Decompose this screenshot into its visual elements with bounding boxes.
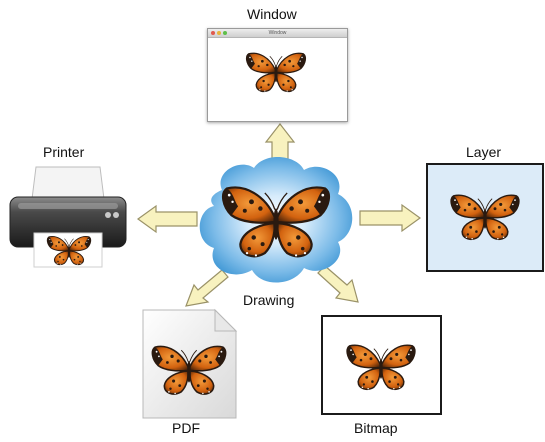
layer-node	[426, 163, 544, 272]
window-titlebar: Window	[208, 29, 347, 38]
window-label: Window	[247, 6, 297, 22]
butterfly-icon	[245, 51, 307, 95]
bitmap-node	[321, 315, 442, 415]
arrow-to-pdf-icon	[185, 269, 229, 307]
pdf-document-icon	[142, 308, 238, 419]
zoom-dot-icon	[223, 31, 227, 35]
window-node: Window	[207, 28, 348, 122]
close-dot-icon	[211, 31, 215, 35]
drawing-label: Drawing	[243, 292, 295, 308]
printer-label: Printer	[43, 144, 85, 160]
arrow-to-printer-icon	[136, 204, 198, 234]
window-titlebar-text: Window	[268, 30, 287, 36]
bitmap-label: Bitmap	[354, 420, 398, 436]
butterfly-icon	[448, 193, 522, 243]
drawing-cloud	[199, 156, 353, 283]
minimize-dot-icon	[217, 31, 221, 35]
printer-icon	[9, 166, 127, 268]
arrow-to-layer-icon	[359, 203, 422, 233]
layer-label: Layer	[466, 144, 502, 160]
pdf-label: PDF	[172, 420, 200, 436]
arrow-to-bitmap-icon	[317, 265, 359, 303]
butterfly-icon	[343, 343, 419, 393]
